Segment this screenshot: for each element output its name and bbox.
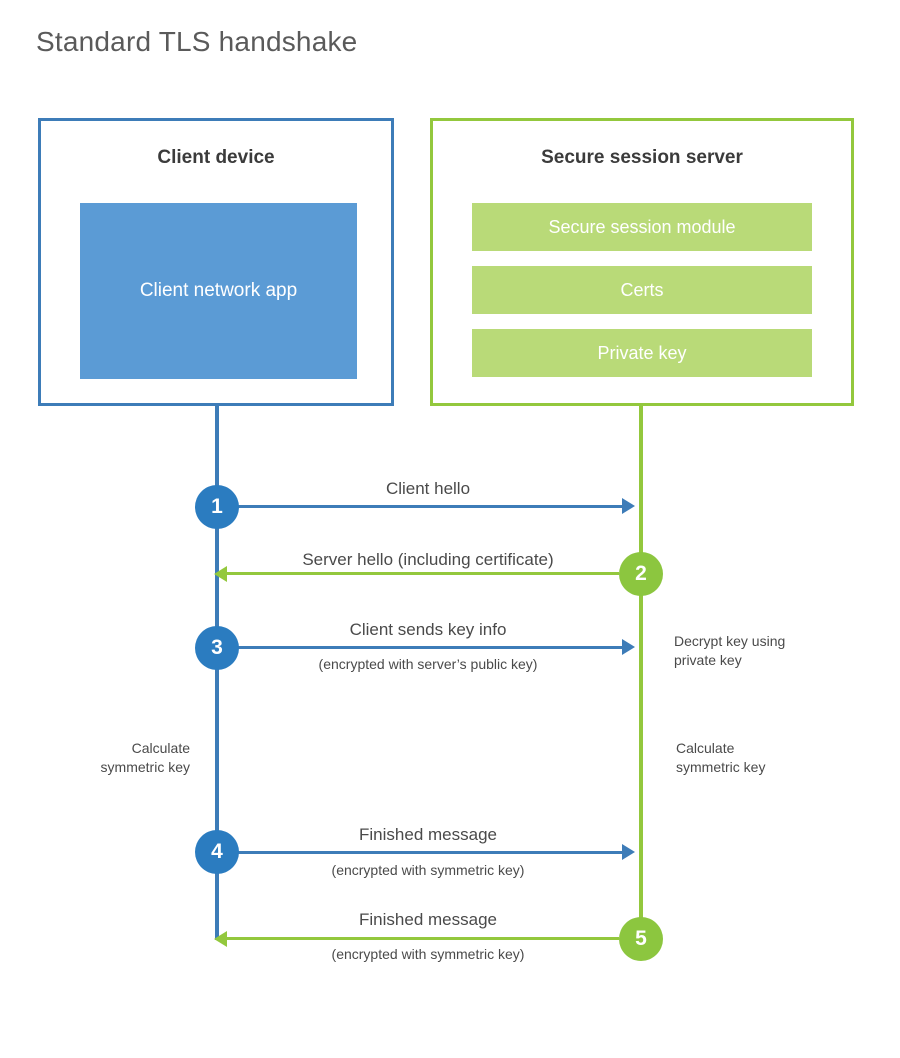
step-4-arrow-head xyxy=(622,844,635,860)
annotation-server-calculate-line-1: Calculate xyxy=(676,740,735,756)
step-3-sublabel: (encrypted with server’s public key) xyxy=(318,656,538,672)
annotation-client-calculate-line-2: symmetric key xyxy=(100,758,190,775)
step-4-circle[interactable]: 4 xyxy=(195,830,239,874)
step-1-label: Client hello xyxy=(385,479,471,498)
client-lifeline xyxy=(215,406,219,940)
step-2-arrow-head xyxy=(214,566,227,582)
server-lifeline xyxy=(639,406,643,940)
annotation-decrypt-key-line-1: Decrypt key using xyxy=(674,633,786,649)
step-3-label: Client sends key info xyxy=(349,620,507,639)
step-2-circle[interactable]: 2 xyxy=(619,552,663,596)
annotation-decrypt-key-line-2: private key xyxy=(674,651,742,668)
client-device-title: Client device xyxy=(157,147,275,168)
step-4-sublabel: (encrypted with symmetric key) xyxy=(331,862,525,878)
step-2-arrow-line xyxy=(217,572,619,575)
annotation-client-calculate-line-1: Calculate xyxy=(131,740,190,756)
step-5-arrow-line xyxy=(217,937,619,940)
secure-session-server-box: Secure session server Secure session mod… xyxy=(430,118,854,406)
annotation-client-calculate-symmetric-key: Calculate symmetric key xyxy=(0,739,190,777)
step-1-arrow-line xyxy=(237,505,622,508)
step-4-arrow-line xyxy=(237,851,622,854)
step-1-circle[interactable]: 1 xyxy=(195,485,239,529)
step-5-arrow-head xyxy=(214,931,227,947)
annotation-server-calculate-symmetric-key: Calculate symmetric key xyxy=(676,739,866,777)
client-network-app-block: Client network app xyxy=(80,203,357,379)
server-component-private-key: Private key xyxy=(472,329,812,377)
client-device-box: Client device Client network app xyxy=(38,118,394,406)
step-5-circle[interactable]: 5 xyxy=(619,917,663,961)
annotation-decrypt-key: Decrypt key using private key xyxy=(674,632,854,670)
step-3-arrow-head xyxy=(622,639,635,655)
annotation-server-calculate-line-2: symmetric key xyxy=(676,758,766,775)
secure-session-server-title: Secure session server xyxy=(541,147,743,168)
server-component-secure-session-module: Secure session module xyxy=(472,203,812,251)
server-component-certs: Certs xyxy=(472,266,812,314)
page-title: Standard TLS handshake xyxy=(36,26,358,57)
step-5-label: Finished message xyxy=(359,910,497,929)
step-3-arrow-line xyxy=(237,646,622,649)
step-1-arrow-head xyxy=(622,498,635,514)
step-2-label: Server hello (including certificate) xyxy=(302,550,554,569)
step-3-circle[interactable]: 3 xyxy=(195,626,239,670)
step-5-sublabel: (encrypted with symmetric key) xyxy=(331,946,525,962)
step-4-label: Finished message xyxy=(359,825,497,844)
